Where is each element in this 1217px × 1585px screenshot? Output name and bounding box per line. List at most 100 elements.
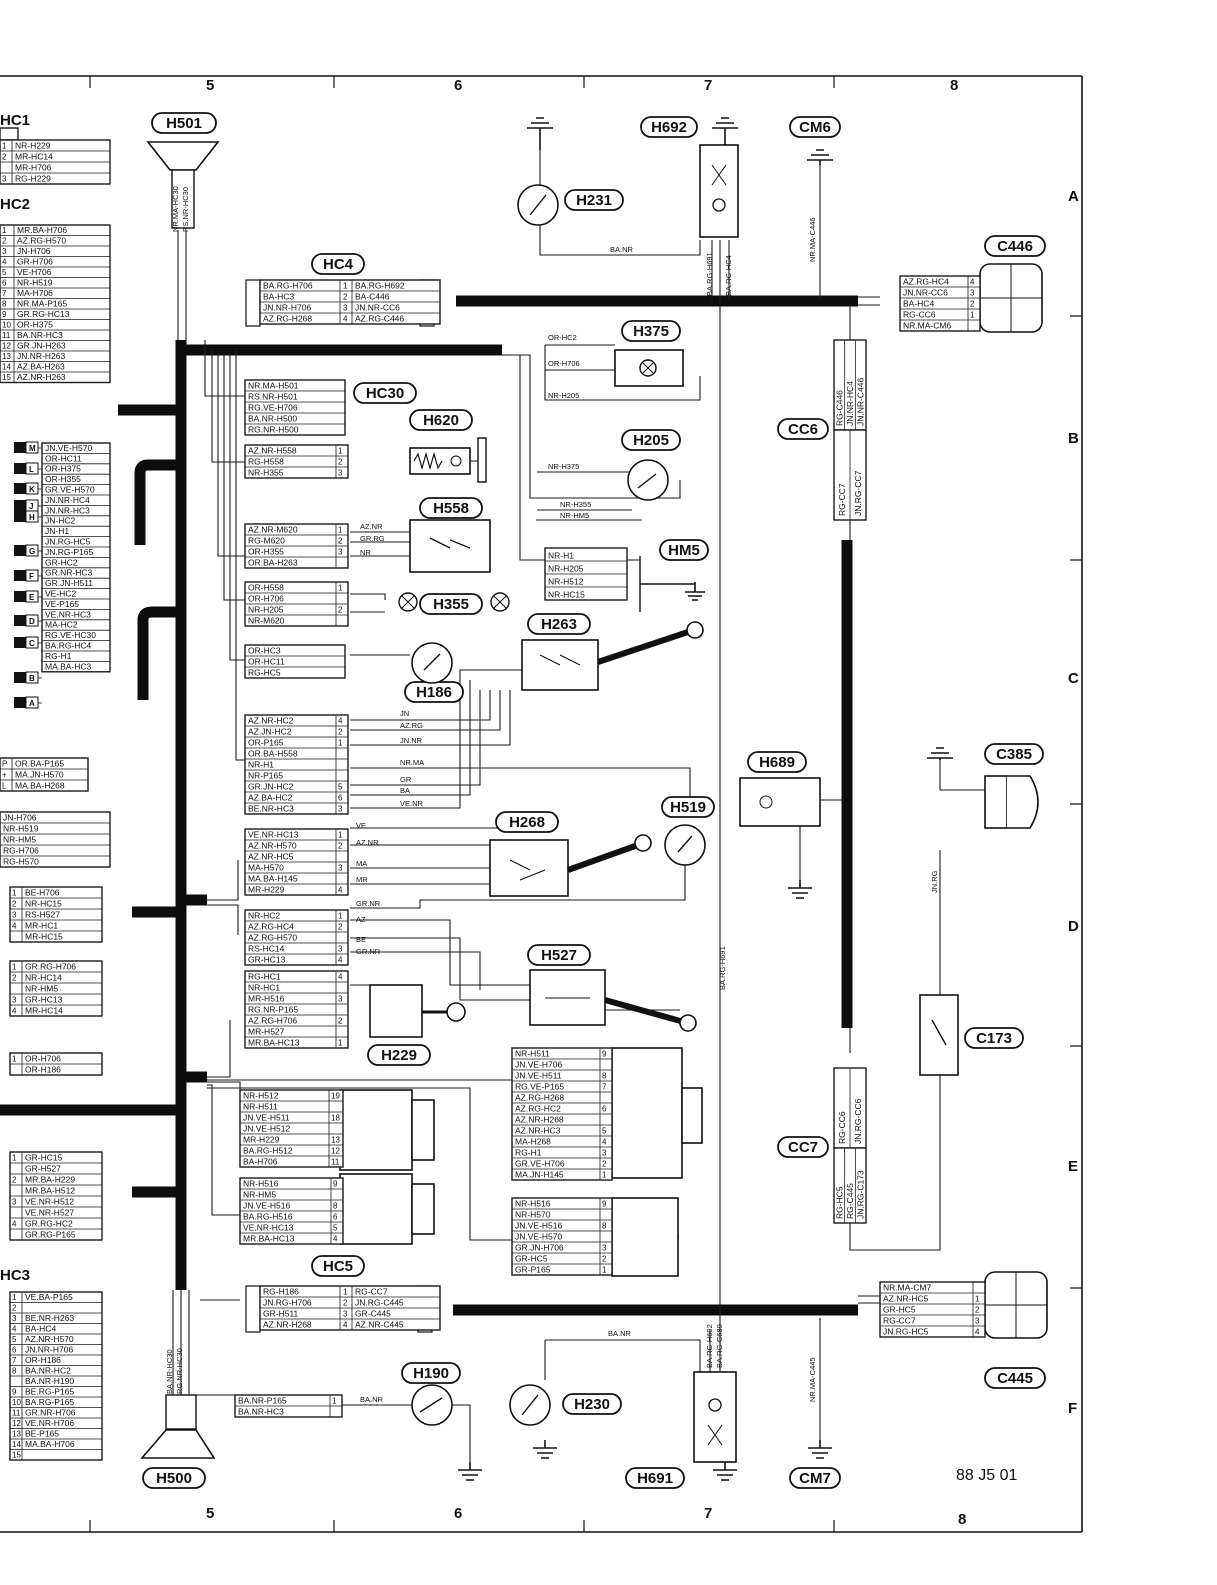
table-hc2-pin: 3 — [2, 247, 7, 256]
table-hc30-row: BA.NR-H500 — [248, 414, 297, 424]
table-h527-pin: 1 — [338, 912, 343, 921]
tag-c446: C446 — [984, 235, 1046, 257]
switch-h268-symbol — [489, 834, 652, 897]
table-h516-row: NR-H511 — [243, 1102, 278, 1112]
table-d-block2-row: GR-HC13 — [25, 995, 63, 1005]
tag-h205: H205 — [621, 429, 681, 451]
table-hc3-pin: 12 — [12, 1419, 21, 1428]
table-c445-pin: 4 — [975, 1328, 980, 1337]
table-h511-pin: 9 — [602, 1200, 607, 1209]
table-h186-row: OR-HC11 — [248, 657, 285, 667]
table-hc30-row: RG.VE-H706 — [248, 403, 298, 413]
column-label: 8 — [958, 1511, 966, 1528]
table-h512: NR-H516NR-HM5JN.VE-H516BA.RG-H516VE.NR-H… — [239, 1177, 344, 1245]
table-h190-row: BA.NR-HC3 — [238, 1407, 284, 1417]
table-cc6-top-row: RG-C446 — [834, 390, 844, 426]
table-hc2-row: JN.NR-H263 — [17, 351, 65, 361]
table-hc3-pin: 11 — [12, 1409, 21, 1418]
table-hc5-pin: 4 — [343, 1321, 348, 1330]
tag-hc30-text: HC30 — [366, 385, 404, 402]
tag-h229: H229 — [367, 1044, 431, 1066]
table-h355-row: OR-H706 — [248, 594, 284, 604]
table-h516-pin: 18 — [331, 1114, 340, 1123]
table-h570-row: AZ.NR-H268 — [515, 1115, 564, 1125]
table-h620-row: RG-H558 — [248, 457, 284, 467]
table-h570-row: AZ.RG-H268 — [515, 1093, 564, 1103]
table-hc3-row: BE.NR-H263 — [25, 1313, 74, 1323]
table-c446-row: NR.MA-CM6 — [903, 321, 951, 331]
tag-h263: H263 — [527, 613, 591, 635]
wire-label-h501: NR.MA-HC30 — [171, 186, 180, 232]
table-m-block-row: RG.VE-HC30 — [45, 630, 96, 640]
table-h516: NR-H512NR-H511JN.VE-H511JN.VE-H512MR-H22… — [239, 1089, 344, 1168]
connector-hc3-block: HC3 — [0, 1267, 30, 1284]
column-label: 6 — [454, 77, 462, 94]
table-h229-row: MR.BA-HC13 — [248, 1038, 300, 1048]
table-h570-row: JN.VE-H511 — [515, 1071, 562, 1081]
table-hc2-pin: 7 — [2, 289, 7, 298]
wire-label-h527: GR.NR — [356, 899, 381, 908]
tag-h205-text: H205 — [633, 432, 669, 449]
table-hc4-right: JN.NR-CC6 — [355, 303, 400, 313]
table-h558-pin: 3 — [338, 548, 343, 557]
tag-hc4-text: HC4 — [323, 256, 354, 273]
tag-h501: H501 — [151, 112, 217, 134]
table-hc3-pin: 10 — [12, 1398, 21, 1407]
table-h512-row: JN.VE-H516 — [243, 1201, 291, 1211]
m-block-letter: H — [29, 513, 35, 522]
table-hm5-row: NR-H512 — [548, 577, 584, 587]
table-h268: VE.NR-HC13AZ.NR-H570AZ.NR-HC5MA-H570MA.B… — [244, 828, 349, 896]
wire-label-h691: BA.RG-C689 — [715, 1324, 724, 1368]
table-h268-pin: 4 — [338, 886, 343, 895]
tag-h692-text: H692 — [651, 119, 687, 136]
table-e-block-row: GR-H527 — [25, 1164, 61, 1174]
table-h516-pin: 11 — [331, 1158, 340, 1167]
table-h527-row: RS-HC14 — [248, 944, 285, 954]
wire-label-h375: OR-HC2 — [548, 333, 577, 342]
connector-hc1-label: HC1 — [0, 112, 30, 129]
table-e-block-pin: 2 — [12, 1176, 17, 1185]
wire-label-h205: NR-H375 — [548, 462, 579, 471]
table-d-block1-pin: 1 — [12, 889, 17, 898]
diagram-frame — [0, 75, 1083, 1533]
table-hc2-row: GR-H706 — [17, 257, 53, 267]
table-hc30: NR.MA-H501RS.NR-H501RG.VE-H706BA.NR-H500… — [244, 379, 346, 436]
table-e-block-row: MR.BA-H512 — [25, 1186, 75, 1196]
table-hc3-pin: 6 — [12, 1346, 17, 1355]
table-c445-pin: 2 — [975, 1306, 980, 1315]
table-h558-row: AZ.NR-M620 — [248, 525, 298, 535]
table-hc3-pin: 2 — [12, 1304, 17, 1313]
table-h355-row: NR-M620 — [248, 616, 285, 626]
table-c446-pin: 3 — [970, 289, 975, 298]
table-e-block: GR-HC15GR-H527MR.BA-H229MR.BA-H512VE.NR-… — [9, 1151, 103, 1241]
table-hc4-right: BA-C446 — [355, 292, 390, 302]
table-plus-block-row: OR.BA-P165 — [15, 759, 64, 769]
table-m-block-row: GR.JN-H511 — [45, 578, 93, 588]
table-hc2-pin: 5 — [2, 268, 7, 277]
table-h516-pin: 19 — [331, 1092, 340, 1101]
wire-label-h692: BA.RG-H691 — [705, 252, 714, 296]
switch-h186-symbol — [411, 642, 453, 684]
table-h512-row: BA.RG-H516 — [243, 1212, 293, 1222]
wire-label-h268: MA — [356, 859, 367, 868]
table-h268-row: MA-H570 — [248, 863, 284, 873]
tag-cc7: CC7 — [777, 1136, 829, 1158]
table-five-block-row: JN-H706 — [3, 813, 37, 823]
table-d-block2-pin: 4 — [12, 1007, 17, 1016]
tag-c173-text: C173 — [976, 1030, 1012, 1047]
table-h355-row: OR-H558 — [248, 583, 284, 593]
table-big-block-row: OR.BA-H558 — [248, 749, 298, 759]
table-hc3-pin: 4 — [12, 1325, 17, 1334]
table-h570-row: MA-H268 — [515, 1137, 551, 1147]
table-h268-pin: 2 — [338, 842, 343, 851]
table-c445-row: AZ.NR-HC5 — [883, 1294, 929, 1304]
table-d-block3-row: OR-H706 — [25, 1054, 61, 1064]
resistor-h620-symbol — [409, 437, 487, 483]
tag-cc6-text: CC6 — [788, 421, 818, 438]
table-m-block-row: OR-H375 — [45, 464, 81, 474]
tag-hc5: HC5 — [311, 1255, 365, 1277]
table-hc3-pin: 5 — [12, 1335, 17, 1344]
